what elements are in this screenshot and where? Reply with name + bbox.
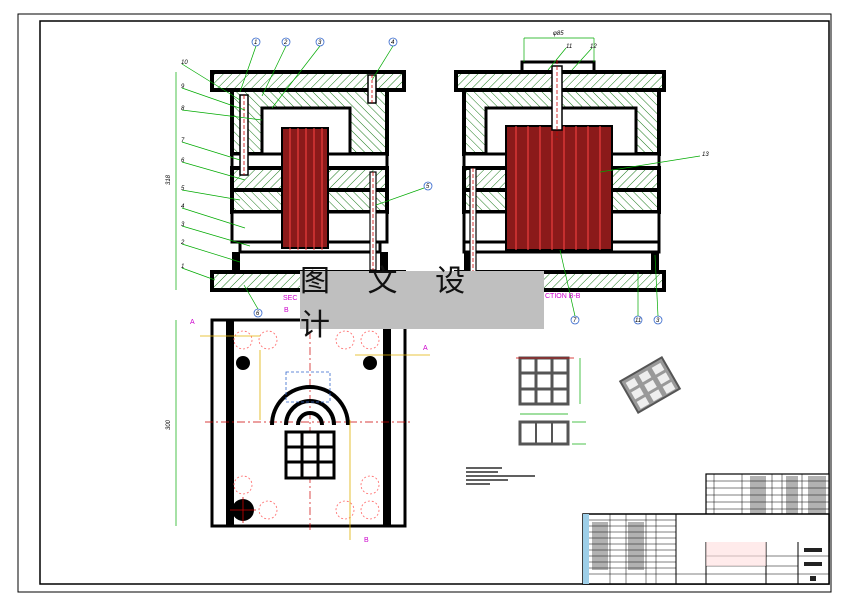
leader-label-4: 4	[181, 204, 185, 210]
balloon-6: 6	[256, 311, 260, 317]
balloon-7: 7	[573, 318, 577, 324]
balloon-2: 2	[283, 40, 288, 46]
leader-label-1: 1	[181, 264, 184, 270]
section-caption-left: SEC	[283, 295, 297, 302]
notes-block	[466, 467, 535, 485]
balloon-11: 11	[635, 318, 641, 324]
leader-label-9: 9	[181, 84, 185, 90]
leader-label-6: 6	[181, 158, 185, 164]
section-caption-right: CTION B-B	[545, 293, 581, 300]
right-section-view: φ85 11 12 13 7 11 3 CTION B-B	[454, 31, 709, 325]
dim-top-right: φ85	[553, 31, 564, 37]
part-views	[516, 356, 682, 446]
balloon-1: 1	[254, 40, 257, 46]
balloon-3b: 3	[656, 318, 660, 324]
balloon-5: 5	[426, 184, 430, 190]
leader-label-13: 13	[702, 152, 709, 158]
leader-label-11: 11	[566, 44, 572, 50]
watermark: 图 文 设 计	[300, 264, 544, 343]
plan-mark-b-top: B	[284, 307, 289, 314]
title-block	[582, 513, 830, 585]
leader-label-7: 7	[181, 138, 185, 144]
balloon-4: 4	[391, 40, 395, 46]
outer-border	[17, 13, 832, 593]
inner-border	[39, 20, 830, 585]
leader-label-12: 12	[590, 44, 597, 50]
leader-label-8: 8	[181, 106, 185, 112]
plan-mark-a-right: A	[423, 345, 428, 352]
dim-height-left: 318	[166, 174, 172, 185]
dim-height-plan: 300	[166, 419, 172, 430]
balloon-3: 3	[318, 40, 322, 46]
plan-mark-a-left: A	[190, 319, 195, 326]
leader-label-3: 3	[181, 222, 185, 228]
plan-view: A A B B 300	[166, 307, 430, 544]
leader-label-5: 5	[181, 186, 185, 192]
leader-label-2: 2	[180, 240, 185, 246]
plan-mark-b-bottom: B	[364, 537, 369, 544]
leader-label-10: 10	[181, 60, 188, 66]
